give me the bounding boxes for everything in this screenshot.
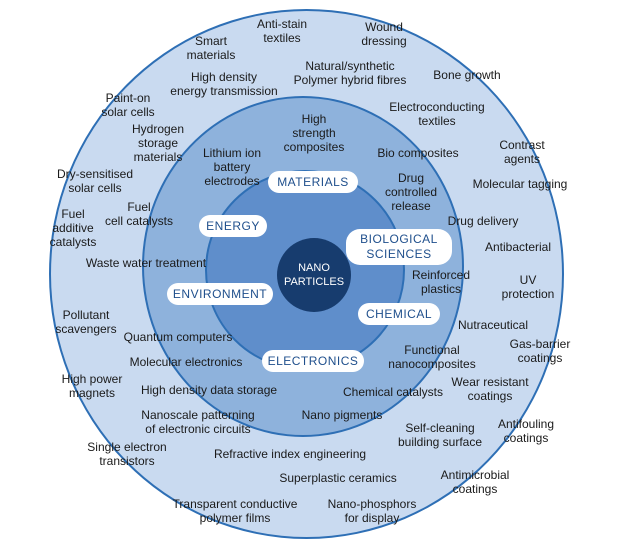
core-nano-particles: NANO PARTICLES [277,238,351,312]
inner-application: Reinforced plastics [411,268,471,296]
outer-application: Antifouling coatings [497,417,555,445]
category-biological-sciences: BIOLOGICAL SCIENCES [346,229,452,265]
inner-application: Bio composites [377,146,459,160]
outer-application: Anti-stain textiles [256,17,308,45]
outer-application: Transparent conductive polymer films [172,497,298,525]
inner-application: High density data storage [140,383,278,397]
inner-application: Wear resistant coatings [451,375,529,403]
outer-application: Bone growth [433,68,501,82]
category-chemical-label: CHEMICAL [365,306,432,321]
outer-application: Fuel additive catalysts [49,207,97,249]
outer-application: Paint-on solar cells [101,91,155,119]
outer-application: Dry-sensitised solar cells [56,167,134,195]
inner-application: Drug delivery [447,214,519,228]
outer-application: Nano-phosphors for display [327,497,417,525]
category-energy-label: ENERGY [206,218,260,233]
outer-application: Natural/synthetic Polymer hybrid fibres [293,59,407,87]
inner-application: Fuel cell catalysts [104,200,174,228]
inner-application: Nutraceutical [457,318,529,332]
inner-application: Waste water treatment [85,256,207,270]
outer-application: Smart materials [186,34,236,62]
inner-application: Self-cleaning building surface [397,421,483,449]
inner-application: Hydrogen storage materials [131,122,185,164]
outer-application: Pollutant scavengers [55,308,117,336]
category-chemical: CHEMICAL [358,303,440,325]
inner-application: Lithium ion battery electrodes [202,146,262,188]
outer-application: Antibacterial [484,240,552,254]
outer-application: Gas-barrier coatings [509,337,571,365]
outer-application: Wound dressing [361,20,407,48]
inner-application: Molecular electronics [129,355,243,369]
outer-application: Electroconducting textiles [389,100,485,128]
category-electronics-label: ELECTRONICS [267,353,359,368]
outer-application: Contrast agents [499,138,545,166]
core-label: NANO PARTICLES [283,262,345,288]
category-energy: ENERGY [199,215,267,237]
inner-application: Drug controlled release [384,171,438,213]
category-environment: ENVIRONMENT [167,283,273,305]
outer-application: High density energy transmission [170,70,278,98]
inner-application: Chemical catalysts [342,385,444,399]
outer-application: Antimicrobial coatings [440,468,510,496]
category-electronics: ELECTRONICS [262,350,364,372]
inner-application: Quantum computers [123,330,233,344]
outer-application: Superplastic ceramics [279,471,397,485]
inner-application: Functional nanocomposites [388,343,476,371]
outer-application: High power magnets [61,372,123,400]
category-materials-label: MATERIALS [277,174,349,189]
inner-application: High strength composites [283,112,345,154]
category-biological-label: BIOLOGICAL SCIENCES [360,232,438,261]
category-materials: MATERIALS [268,171,358,193]
outer-application: Refractive index engineering [213,447,367,461]
category-environment-label: ENVIRONMENT [172,286,268,301]
inner-application: Nanoscale patterning of electronic circu… [141,408,255,436]
outer-application: Single electron transistors [87,440,167,468]
inner-application: Nano pigments [301,408,383,422]
outer-application: UV protection [501,273,555,301]
outer-application: Molecular tagging [472,177,568,191]
